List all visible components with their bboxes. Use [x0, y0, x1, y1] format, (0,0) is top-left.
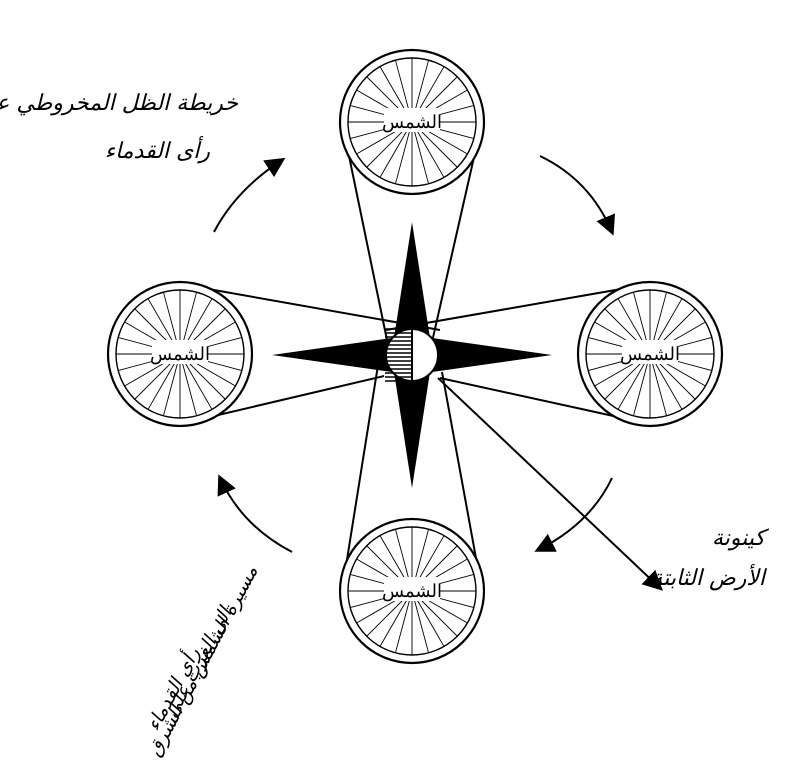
earth-caption-line-2: الأرض الثابتة — [651, 564, 767, 591]
compass-star-icon — [272, 222, 552, 488]
star-point-west — [272, 338, 412, 372]
curved-arrow-icon — [539, 155, 615, 236]
star-point-north — [394, 222, 430, 355]
sun-wheel-bottom: الشمس — [338, 517, 486, 665]
star-point-east — [412, 338, 552, 372]
curved-arrow-icon — [217, 474, 293, 553]
curved-arrow-icon — [213, 157, 286, 233]
sun-wheel-right: الشمس — [576, 280, 724, 428]
sun-label-bottom: الشمس — [382, 581, 442, 602]
cone-edge-top — [341, 121, 395, 375]
earth-icon — [385, 328, 439, 382]
sun-wheel-left: الشمس — [106, 280, 254, 428]
curved-arrow-icon — [534, 477, 613, 552]
title-line-2: رأى القدماء — [105, 136, 211, 164]
cone-edge-right — [385, 283, 651, 331]
title-line-1: خريطة الظل المخروطي على — [0, 91, 238, 116]
sun-path-arrows — [213, 155, 615, 553]
cone-edge-bottom — [341, 339, 383, 592]
star-point-south — [394, 355, 430, 488]
earth-caption-line-1: كينونة — [712, 526, 770, 551]
sun-wheels: الشمس الشمس الشمس الشمس — [106, 48, 724, 665]
sun-label-top: الشمس — [382, 112, 442, 133]
sun-wheel-top: الشمس — [338, 48, 486, 196]
sun-label-right: الشمس — [620, 344, 680, 365]
sun-label-left: الشمس — [150, 344, 210, 365]
earth-pointer-arrow — [437, 377, 663, 591]
earth-shaded-half — [385, 328, 412, 382]
